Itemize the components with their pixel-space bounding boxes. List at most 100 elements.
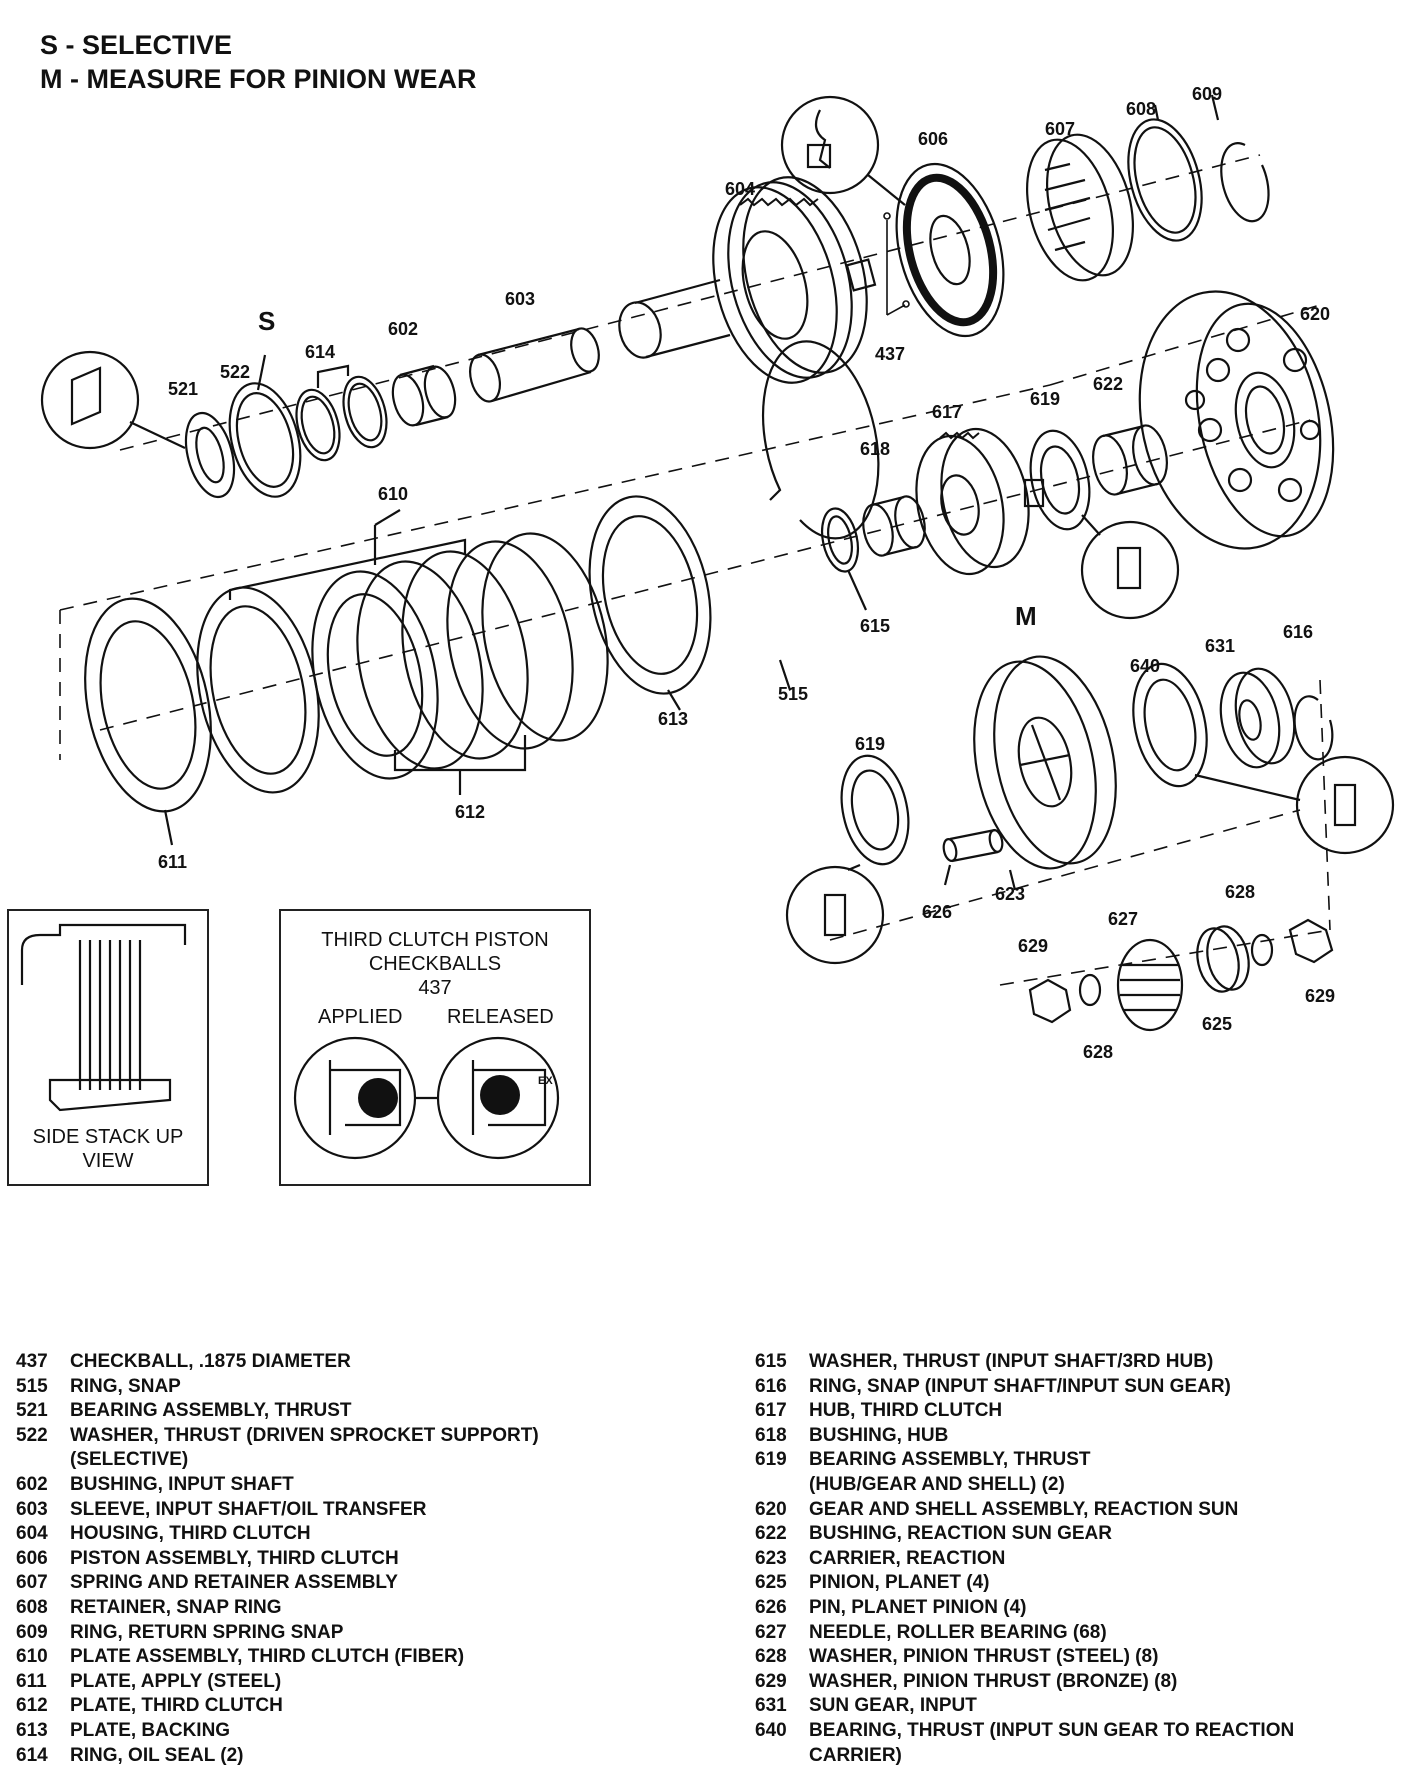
- part-number: 622: [755, 1523, 787, 1545]
- callout-515: 515: [778, 684, 808, 704]
- callout-628-right: 628: [1225, 882, 1255, 902]
- part-description: PLATE, BACKING: [70, 1719, 231, 1741]
- released-label: RELEASED: [447, 1006, 554, 1028]
- part-description: GEAR AND SHELL ASSEMBLY, REACTION SUN: [809, 1498, 1239, 1520]
- callout-606: 606: [918, 129, 948, 149]
- part-number: 625: [755, 1572, 787, 1594]
- part-number: 437: [16, 1351, 48, 1372]
- snap-ring-retainer-608: [1127, 104, 1203, 242]
- reaction-sun-bushing-622: [1092, 424, 1168, 496]
- callout-437: 437: [875, 344, 905, 364]
- part-number: 615: [755, 1351, 787, 1372]
- checkball-title-line2: CHECKBALLS: [368, 953, 502, 975]
- checkball-title: THIRD CLUTCH PISTON CHECKBALLS 437: [280, 928, 590, 1000]
- return-spring-snap-ring-609: [1210, 94, 1270, 223]
- parts-list-row: CARRIER): [755, 1744, 1395, 1769]
- part-description: WASHER, THRUST (INPUT SHAFT/3RD HUB): [809, 1351, 1214, 1372]
- part-number: 612: [16, 1695, 48, 1717]
- part-description: PLATE, THIRD CLUTCH: [70, 1695, 283, 1717]
- callout-609: 609: [1192, 84, 1222, 104]
- applied-label: APPLIED: [318, 1006, 403, 1028]
- part-number: 627: [755, 1621, 787, 1643]
- spring-retainer-607: [1026, 133, 1134, 282]
- callout-640: 640: [1130, 656, 1160, 676]
- part-number: 617: [755, 1400, 787, 1422]
- callout-629-right: 629: [1305, 986, 1335, 1006]
- callout-613: 613: [658, 709, 688, 729]
- parts-list-row: 609 RING, RETURN SPRING SNAP: [16, 1621, 676, 1646]
- part-number: 522: [16, 1424, 48, 1446]
- thrust-bearing-619-lower: [785, 754, 910, 965]
- parts-list-row: 620 GEAR AND SHELL ASSEMBLY, REACTION SUN: [755, 1498, 1395, 1523]
- oil-transfer-sleeve-603: [469, 327, 600, 403]
- part-description: HOUSING, THIRD CLUTCH: [70, 1523, 311, 1545]
- part-description: (HUB/GEAR AND SHELL) (2): [809, 1473, 1065, 1495]
- callout-629-left: 629: [1018, 936, 1048, 956]
- part-description: WASHER, THRUST (DRIVEN SPROCKET SUPPORT): [70, 1424, 539, 1446]
- side-stack-graphic: [20, 923, 187, 1112]
- callout-603: 603: [505, 289, 535, 309]
- planet-pinion-detail: [1028, 918, 1334, 1032]
- callout-602: 602: [388, 319, 418, 339]
- side-stack-caption-line1: SIDE STACK UP: [32, 1126, 184, 1148]
- checkball-title-line1: THIRD CLUTCH PISTON: [321, 929, 549, 951]
- exhaust-label: EX: [538, 1075, 553, 1087]
- measure-key: M - MEASURE FOR PINION WEAR: [40, 64, 477, 94]
- input-shaft-bushing-602: [391, 364, 457, 427]
- third-clutch-plate-pack-612: [311, 532, 609, 795]
- part-number: 640: [755, 1719, 787, 1741]
- thrust-bearing-619-upper: [1029, 429, 1180, 620]
- fiber-plate-bracket-610: [228, 509, 467, 600]
- third-clutch-piston-606: [780, 95, 1005, 338]
- callout-608: 608: [1126, 99, 1156, 119]
- checkball-graphics: [293, 1036, 560, 1160]
- apply-plate-611: [84, 597, 212, 846]
- callout-628-left: 628: [1083, 1042, 1113, 1062]
- part-number: 609: [16, 1621, 48, 1643]
- part-number: 515: [16, 1375, 48, 1397]
- callout-521: 521: [168, 379, 198, 399]
- part-number: 620: [755, 1498, 787, 1520]
- part-description: RING, SNAP: [70, 1375, 181, 1397]
- callout-607: 607: [1045, 119, 1075, 139]
- callout-618: 618: [860, 439, 890, 459]
- measure-marker: M: [1015, 601, 1037, 631]
- parts-list-row: 615 WASHER, THRUST (INPUT SHAFT/3RD HUB): [755, 1350, 1395, 1375]
- legend-key: S - SELECTIVE M - MEASURE FOR PINION WEA…: [40, 28, 477, 96]
- parts-list-row: (SELECTIVE): [16, 1448, 676, 1473]
- part-number: 613: [16, 1719, 48, 1741]
- callout-617: 617: [932, 402, 962, 422]
- callout-631: 631: [1205, 636, 1235, 656]
- part-number: 603: [16, 1498, 48, 1520]
- parts-list-row: 627 NEEDLE, ROLLER BEARING (68): [755, 1621, 1395, 1646]
- part-description: RETAINER, SNAP RING: [70, 1596, 282, 1618]
- third-clutch-hub-617: [915, 427, 1045, 576]
- reaction-carrier-623: [973, 655, 1117, 891]
- fiber-plate-610: [196, 586, 320, 794]
- part-description: CARRIER): [809, 1744, 902, 1766]
- part-description: RING, RETURN SPRING SNAP: [70, 1621, 344, 1643]
- part-number: 628: [755, 1646, 787, 1668]
- parts-list-row: 515 RING, SNAP: [16, 1375, 676, 1400]
- callout-622: 622: [1093, 374, 1123, 394]
- part-number: 629: [755, 1670, 787, 1692]
- part-description: NEEDLE, ROLLER BEARING (68): [809, 1621, 1107, 1643]
- parts-list-row: 522 WASHER, THRUST (DRIVEN SPROCKET SUPPO…: [16, 1424, 676, 1449]
- callout-616: 616: [1283, 622, 1313, 642]
- callout-623: 623: [995, 884, 1025, 904]
